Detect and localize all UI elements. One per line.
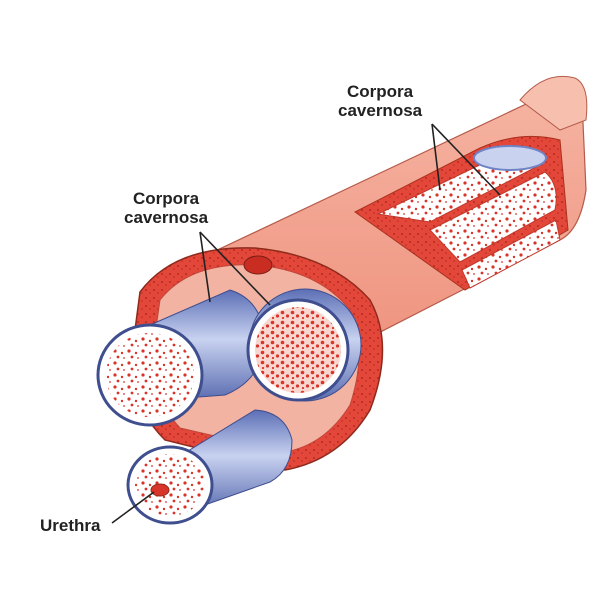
left-corpus-spongy (106, 333, 194, 417)
cutaway-end-blue (473, 145, 547, 171)
leader-left-1 (199, 231, 211, 303)
shaft-tip (519, 75, 588, 131)
spongiosum-spongy (135, 454, 205, 516)
leader-left-2 (199, 231, 271, 306)
corpora-cavernosa-label-upper: Corpora cavernosa (338, 82, 422, 120)
urethra-lumen (150, 483, 170, 497)
dorsal-vessel (243, 255, 273, 275)
corpora-cavernosa-label-left: Corpora cavernosa (124, 189, 208, 227)
leader-upper-2 (431, 123, 501, 196)
leader-urethra (111, 491, 155, 524)
label-line: cavernosa (124, 208, 209, 227)
cutaway-corpus-bottom (461, 219, 561, 289)
label-line: Corpora (347, 82, 414, 101)
leader-lines (111, 123, 501, 524)
label-line: cavernosa (338, 101, 423, 120)
leader-upper-1 (431, 123, 441, 191)
label-line: Corpora (133, 189, 200, 208)
urethra-label: Urethra (40, 516, 101, 535)
right-corpus-spongy (255, 307, 341, 393)
cutaway-corpus-lower (429, 171, 557, 263)
